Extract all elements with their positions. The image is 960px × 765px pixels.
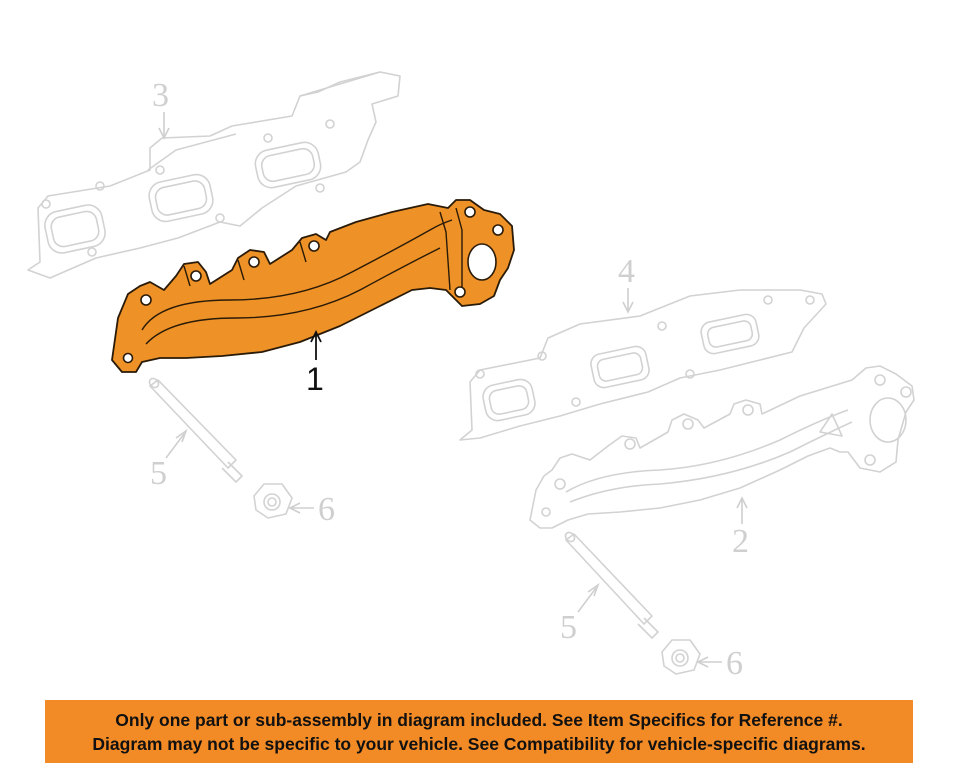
gasket-right	[459, 289, 827, 441]
callout-6-right-label: 6	[726, 645, 743, 682]
callout-1-label: 1	[306, 361, 324, 397]
gasket-left	[27, 71, 401, 279]
callout-5-right-label: 5	[560, 609, 577, 646]
callout-2: 2	[732, 496, 749, 560]
callout-5-left: 5	[150, 428, 188, 492]
exhaust-manifold-left	[111, 199, 515, 373]
callout-5-left-label: 5	[150, 455, 167, 492]
callout-6-left: 6	[288, 491, 335, 528]
callout-4: 4	[618, 253, 635, 314]
notice-line-2: Diagram may not be specific to your vehi…	[92, 734, 866, 754]
stud-right	[564, 531, 659, 639]
callout-3-label: 3	[152, 77, 169, 114]
notice-line-1: Only one part or sub-assembly in diagram…	[115, 710, 843, 730]
callout-3: 3	[152, 77, 170, 140]
callout-2-label: 2	[732, 523, 749, 560]
callout-1: 1	[306, 329, 324, 397]
stud-left	[148, 377, 243, 483]
callout-5-right: 5	[560, 582, 600, 646]
callout-6-right: 6	[696, 645, 743, 682]
notice-banner: Only one part or sub-assembly in diagram…	[45, 700, 913, 763]
nut-left	[253, 483, 293, 519]
callout-6-left-label: 6	[318, 491, 335, 528]
nut-right	[661, 639, 701, 675]
callout-4-label: 4	[618, 253, 635, 290]
exhaust-manifold-right	[529, 365, 915, 529]
